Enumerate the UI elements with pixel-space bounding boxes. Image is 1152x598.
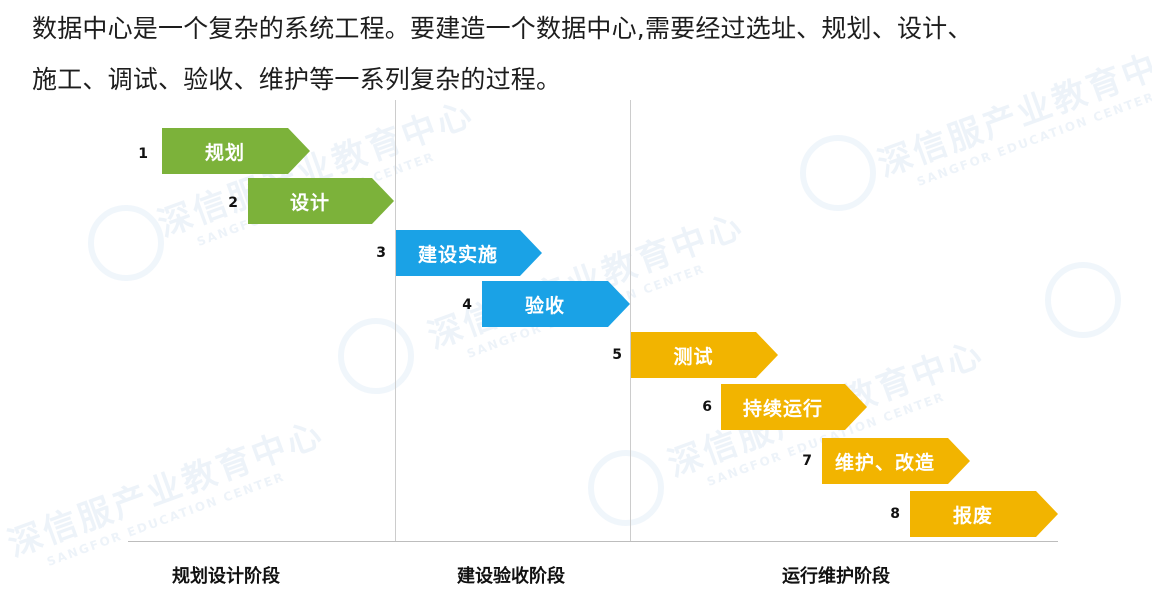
phase-divider [630,100,631,541]
step-number: 1 [138,146,148,162]
watermark-logo [800,135,876,211]
step-number: 2 [228,195,238,211]
step-number: 7 [802,453,812,469]
step-arrow-testing: 测试 [631,332,778,378]
intro-text-line-1: 数据中心是一个复杂的系统工程。要建造一个数据中心,需要经过选址、规划、设计、 [32,14,973,43]
intro-text-line-2: 施工、调试、验收、维护等一系列复杂的过程。 [32,65,562,94]
step-arrow-plan: 规划 [162,128,310,174]
step-arrow-acceptance: 验收 [482,281,630,327]
step-number: 6 [702,399,712,415]
step-arrow-design: 设计 [248,178,394,224]
step-arrow-maintenance: 维护、改造 [822,438,970,484]
step-number: 5 [612,347,622,363]
step-arrow-retirement: 报废 [910,491,1058,537]
step-number: 3 [376,245,386,261]
step-number: 4 [462,297,472,313]
phase-label-planning: 规划设计阶段 [172,566,280,587]
watermark-logo [88,205,164,281]
step-number: 8 [890,506,900,522]
watermark-logo [1045,262,1121,338]
timeline-baseline [128,541,1058,542]
phase-label-operation: 运行维护阶段 [782,566,890,587]
step-arrow-construction: 建设实施 [396,230,542,276]
phase-divider [395,100,396,541]
step-arrow-operation: 持续运行 [721,384,867,430]
phase-label-construction: 建设验收阶段 [457,566,565,587]
watermark-logo [588,450,664,526]
watermark-logo [338,318,414,394]
